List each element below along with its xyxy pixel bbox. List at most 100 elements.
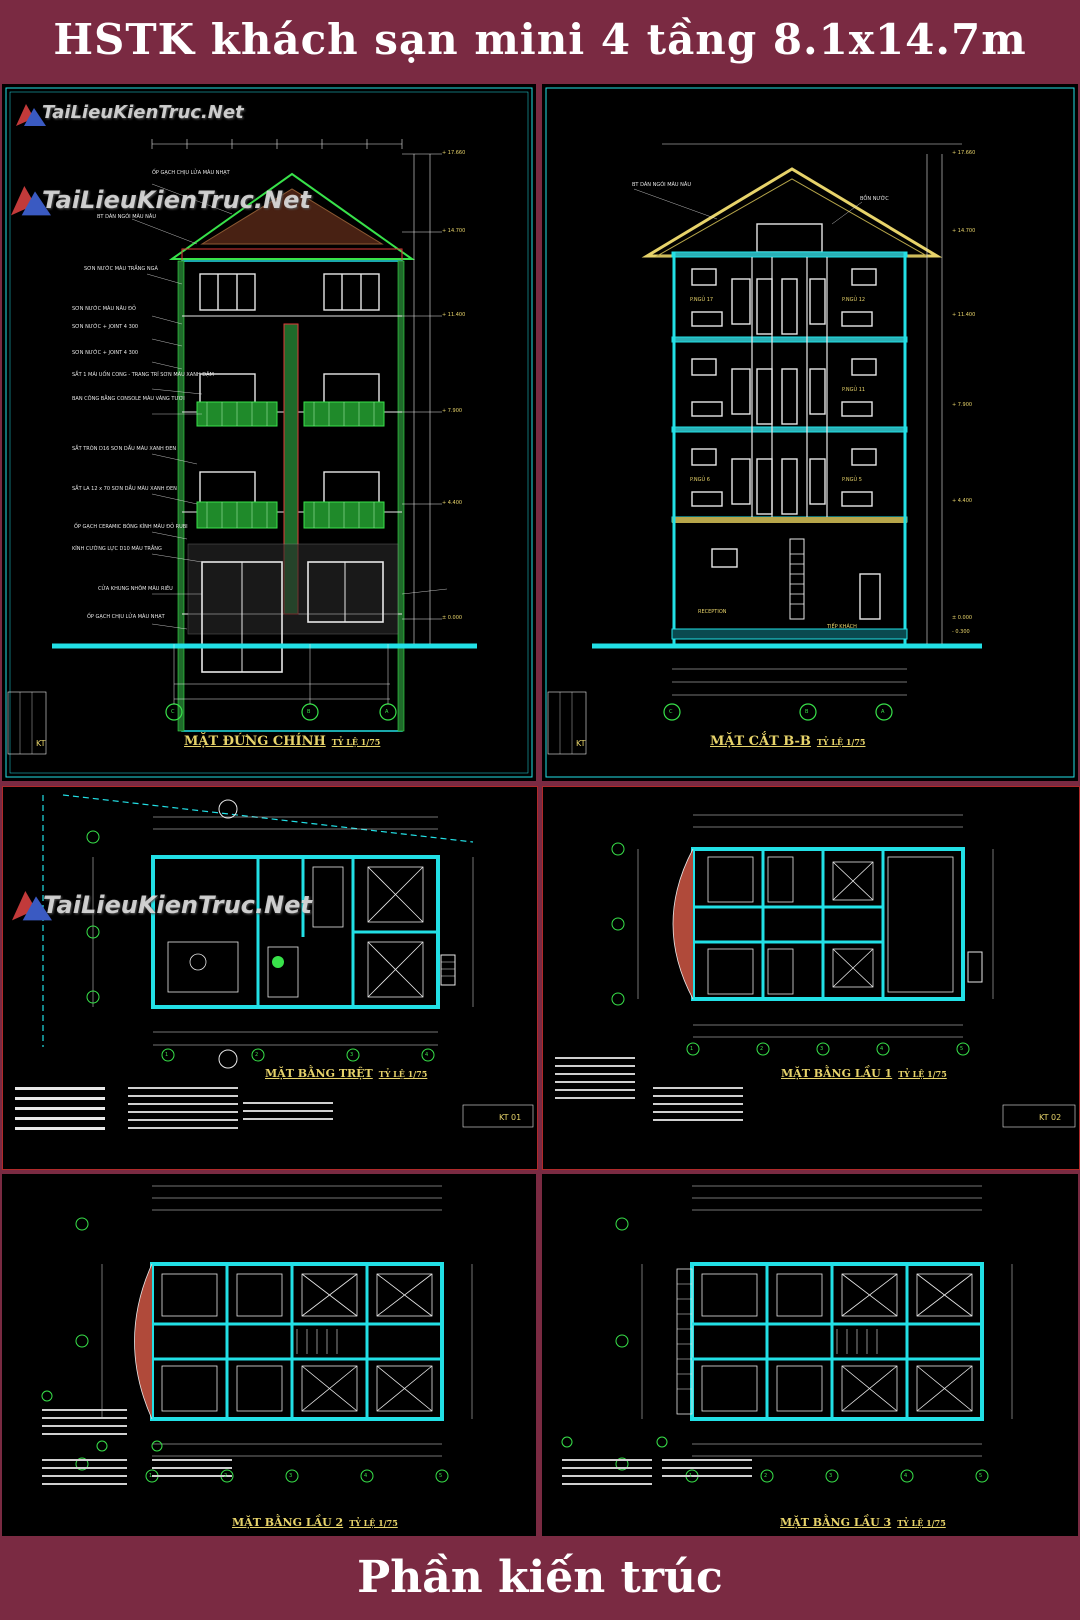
sheet-number: KT [36, 739, 46, 748]
axis-label: C [171, 709, 175, 715]
axis-label: A [385, 709, 389, 715]
room-label: RECEPTION [698, 609, 727, 615]
elevation-note: ỐP GẠCH CERAMIC BÓNG KÍNH MÀU ĐỎ RUBI [74, 524, 188, 530]
floor3-plan-sheet: 1 2 3 4 5 MẶT BẰNG LẦU 3 TỶ LỆ 1/75 [542, 1174, 1078, 1536]
room-label: P.NGỦ 6 [690, 477, 710, 483]
elevation-scale: TỶ LỆ 1/75 [331, 737, 381, 747]
elevation-drawing [5, 87, 533, 778]
floor3-plan-title: MẶT BẰNG LẦU 3 [780, 1516, 892, 1529]
section-note: BỒN NƯỚC [860, 196, 889, 202]
axis-label: 5 [979, 1473, 983, 1479]
section-level: - 0.300 [952, 629, 970, 635]
floor1-plan-caption: MẶT BẰNG LẦU 1 TỶ LỆ 1/75 [781, 1067, 947, 1080]
elevation-sheet: ỐP GẠCH CHỊU LỬA MÀU NHẠT BT DÁN NGÓI MÀ… [2, 84, 536, 781]
room-label: P.NGỦ 12 [842, 297, 866, 303]
section-level: + 11.400 [952, 312, 976, 318]
watermark-text: TaiLieuKienTruc.Net [43, 891, 312, 919]
axis-label: B [805, 709, 809, 715]
floor3-plan-caption: MẶT BẰNG LẦU 3 TỶ LỆ 1/75 [780, 1516, 946, 1529]
elevation-caption: MẶT ĐỨNG CHÍNH TỶ LỆ 1/75 [184, 734, 380, 749]
axis-label: 1 [689, 1473, 693, 1479]
section-sheet: BT DÁN NGÓI MÀU NÂU BỒN NƯỚC P.NGỦ 17 P.… [542, 84, 1078, 781]
section-scale: TỶ LỆ 1/75 [816, 737, 866, 747]
section-level: + 4.400 [952, 498, 973, 504]
elevation-note: CỬA KHUNG NHÔM MÀU RIÊU [98, 586, 173, 592]
section-level: + 14.700 [952, 228, 976, 234]
axis-label: C [669, 709, 673, 715]
room-label: P.NGỦ 17 [690, 297, 714, 303]
axis-label: B [307, 709, 311, 715]
elevation-level: ± 0.000 [442, 615, 463, 621]
axis-label: 4 [364, 1473, 368, 1479]
floor2-plan-caption: MẶT BẰNG LẦU 2 TỶ LỆ 1/75 [232, 1516, 398, 1529]
section-title: MẶT CẮT B-B [710, 734, 811, 749]
axis-label: 5 [439, 1473, 443, 1479]
elevation-title: MẶT ĐỨNG CHÍNH [184, 734, 326, 749]
floor2-plan-title: MẶT BẰNG LẦU 2 [232, 1516, 344, 1529]
axis-label: A [881, 709, 885, 715]
room-label: P.NGỦ 5 [842, 477, 862, 483]
elevation-level: + 7.900 [442, 408, 463, 414]
sheet-number: KT 02 [1039, 1113, 1062, 1122]
axis-label: 3 [829, 1473, 833, 1479]
watermark-text: TaiLieuKienTruc.Net [42, 186, 311, 214]
elevation-note: SƠN NƯỚC MÀU TRẮNG NGÀ [84, 266, 158, 272]
axis-label: 4 [425, 1052, 429, 1058]
elevation-level: + 11.400 [442, 312, 466, 318]
axis-label: 5 [960, 1046, 964, 1052]
floor1-plan-title: MẶT BẰNG LẦU 1 [781, 1067, 893, 1080]
watermark-logo-icon [14, 98, 48, 128]
elevation-note: BT DÁN NGÓI MÀU NÂU [97, 214, 157, 220]
elevation-level: + 4.400 [442, 500, 463, 506]
axis-label: 2 [255, 1052, 259, 1058]
sheet-number: KT 01 [499, 1113, 522, 1122]
floor2-plan-sheet: 1 2 3 4 5 MẶT BẰNG LẦU 2 TỶ LỆ 1/75 [2, 1174, 536, 1536]
floor1-plan-drawing [555, 814, 1076, 1128]
room-label: P.NGỦ 11 [842, 387, 866, 393]
axis-label: 3 [289, 1473, 293, 1479]
room-label: TIẾP KHÁCH [827, 624, 857, 630]
floor1-plan-scale: TỶ LỆ 1/75 [898, 1069, 947, 1079]
axis-label: 2 [764, 1473, 768, 1479]
ground-plan-scale: TỶ LỆ 1/75 [378, 1069, 428, 1079]
elevation-note: SƠN NƯỚC + JOINT 4 300 [72, 324, 139, 330]
floor2-plan-scale: TỶ LỆ 1/75 [349, 1518, 398, 1528]
section-level: + 7.900 [952, 402, 973, 408]
ground-plan-drawing [15, 794, 534, 1130]
elevation-note: ỐP GẠCH CHỊU LỬA MÀU NHẠT [87, 614, 165, 620]
floor3-plan-scale: TỶ LỆ 1/75 [897, 1518, 946, 1528]
ground-plan-sheet: 1 2 3 4 KT 01 MẶT BẰNG TRỆT TỶ LỆ 1/75 Ta… [2, 786, 538, 1170]
section-drawing [545, 87, 1075, 778]
page-title-banner: HSTK khách sạn mini 4 tầng 8.1x14.7m [0, 0, 1080, 82]
section-caption: MẶT CẮT B-B TỶ LỆ 1/75 [710, 734, 866, 749]
section-note: BT DÁN NGÓI MÀU NÂU [632, 182, 692, 188]
axis-label: 4 [880, 1046, 884, 1052]
elevation-level: + 17.660 [442, 150, 466, 156]
elevation-note: SƠN NƯỚC + JOINT 4 300 [72, 350, 139, 356]
elevation-note: KÍNH CƯỜNG LỰC D10 MÀU TRẮNG [72, 546, 162, 552]
elevation-note: ỐP GẠCH CHỊU LỬA MÀU NHẠT [152, 170, 230, 176]
elevation-level: + 14.700 [442, 228, 466, 234]
watermark-logo-icon [9, 883, 55, 923]
floor3-plan-drawing [561, 1185, 1013, 1485]
elevation-note: SẮT TRÒN D16 SƠN DẦU MÀU XANH ĐEN [72, 446, 177, 452]
page-subtitle-banner: Phần kiến trúc [0, 1538, 1080, 1620]
watermark-logo-icon [8, 178, 54, 218]
watermark-text: TaiLieuKienTruc.Net [42, 102, 244, 123]
axis-label: 1 [149, 1473, 153, 1479]
elevation-note: SƠN NƯỚC MÀU NÂU ĐỎ [72, 306, 136, 312]
ground-plan-title: MẶT BẰNG TRỆT [265, 1067, 373, 1080]
elevation-note: SẮT 1 MÁI UỐN CONG - TRANG TRÍ SƠN MÀU X… [72, 372, 214, 378]
axis-label: 3 [350, 1052, 354, 1058]
axis-label: 4 [904, 1473, 908, 1479]
elevation-note: SẮT LA 12 x 70 SƠN DẦU MÀU XANH ĐEN [72, 486, 177, 492]
section-level: + 17.660 [952, 150, 976, 156]
axis-label: 2 [224, 1473, 228, 1479]
sheet-number: KT [576, 739, 586, 748]
elevation-note: BAN CÔNG BẰNG CONSOLE MÀU VÀNG TƯƠI [72, 396, 185, 402]
axis-label: 1 [690, 1046, 694, 1052]
axis-label: 3 [820, 1046, 824, 1052]
axis-label: 1 [165, 1052, 169, 1058]
floor2-plan-drawing [41, 1185, 473, 1485]
